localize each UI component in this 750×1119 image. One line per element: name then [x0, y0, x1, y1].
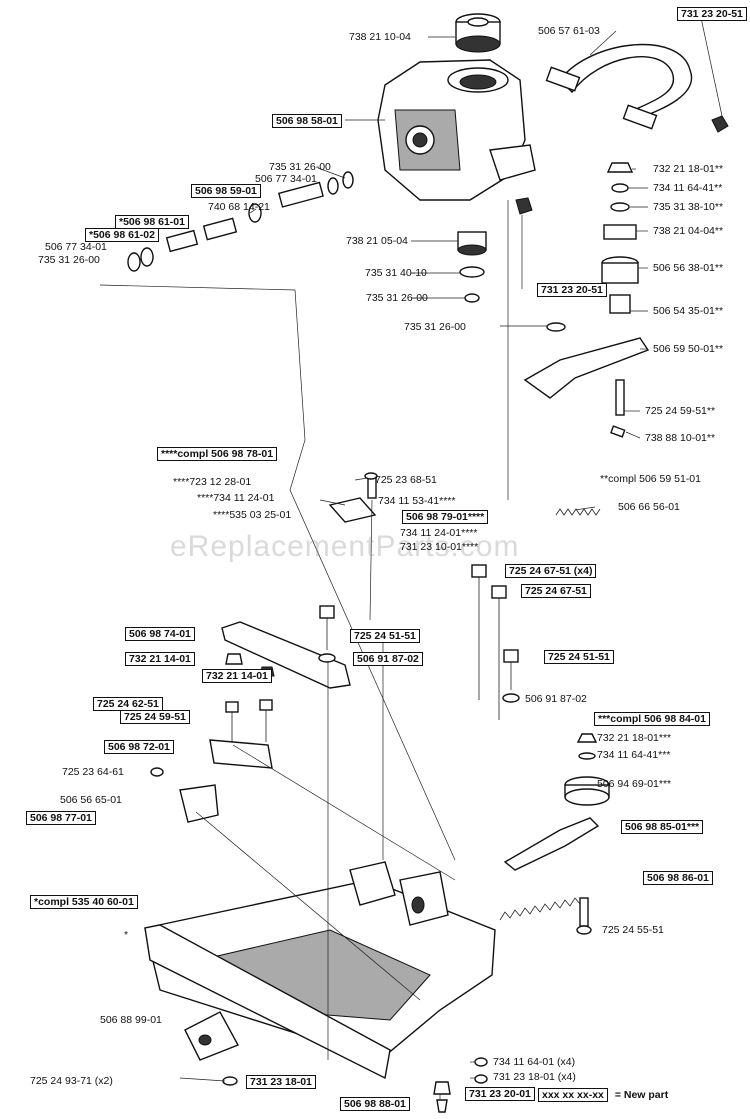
part-number-label: 734 11 24-01****	[400, 527, 478, 539]
part-number-label: 740 68 14-21	[208, 201, 270, 213]
part-number-label: 731 23 18-01 (x4)	[493, 1071, 576, 1083]
upper-spring	[555, 508, 601, 516]
part-number-label: 506 77 34-01	[255, 173, 317, 185]
part-number-label: 506 98 85-01***	[621, 820, 704, 834]
part-number-label: 735 31 26-00	[404, 321, 466, 333]
part-number-label: 738 21 10-04	[349, 31, 411, 43]
part-number-label: 732 21 18-01***	[597, 732, 672, 744]
part-number-label: 738 21 05-04	[346, 235, 408, 247]
part-number-label: ****535 03 25-01	[213, 509, 292, 521]
right-stack	[523, 162, 650, 438]
l-bracket	[150, 767, 219, 823]
lower-spring	[499, 897, 592, 935]
small-bracket	[328, 472, 378, 523]
part-number-label: 506 88 99-01	[100, 1014, 162, 1026]
part-number-label: ****compl 506 98 78-01	[157, 447, 278, 461]
legend-key: xxx xx xx-xx	[538, 1088, 608, 1102]
part-number-label: 506 98 77-01	[26, 811, 96, 825]
part-number-label: 506 98 58-01	[272, 114, 342, 128]
part-number-label: *506 98 61-02	[85, 228, 159, 242]
block-part	[209, 699, 273, 769]
part-number-label: 725 23 68-51	[375, 474, 437, 486]
strap-bracket	[545, 43, 729, 133]
assembly-guide-lines	[99, 284, 456, 861]
part-number-label: 725 24 93-71 (x2)	[30, 1075, 113, 1087]
part-number-label: 506 59 50-01**	[653, 343, 724, 355]
part-number-label: 506 98 72-01	[104, 740, 174, 754]
part-number-label: 725 24 59-51**	[645, 405, 716, 417]
part-number-label: 506 98 88-01	[340, 1097, 410, 1111]
part-number-label: 725 24 51-51	[350, 629, 420, 643]
part-number-label: 506 56 65-01	[60, 794, 122, 806]
part-number-label: 735 31 40-10	[365, 267, 427, 279]
part-number-label: **compl 506 59 51-01	[600, 473, 701, 485]
part-number-label: *	[124, 929, 129, 941]
part-number-label: 732 21 14-01	[202, 669, 272, 683]
part-number-label: 506 54 35-01**	[653, 305, 724, 317]
part-number-label: *506 98 61-01	[115, 215, 189, 229]
part-number-label: 506 91 87-02	[353, 652, 423, 666]
part-number-label: 731 23 20-51	[537, 283, 607, 297]
part-number-label: ***compl 506 98 84-01	[594, 712, 710, 726]
part-number-label: 731 23 10-01****	[400, 541, 479, 553]
part-number-label: 725 24 55-51	[602, 924, 664, 936]
legend-text: = New part	[614, 1089, 669, 1101]
part-number-label: 734 11 53-41****	[378, 495, 456, 507]
part-number-label: 725 24 51-51	[544, 650, 614, 664]
part-number-label: 734 11 64-41***	[597, 749, 671, 761]
part-number-label: 735 31 26-00	[366, 292, 428, 304]
top-bearing	[455, 13, 501, 53]
left-shaft-assembly	[127, 171, 354, 272]
part-number-label: 738 88 10-01**	[645, 432, 716, 444]
part-number-label: 725 23 64-61	[62, 766, 124, 778]
part-number-label: 731 23 18-01	[246, 1075, 316, 1089]
part-number-label: 734 11 64-41**	[653, 182, 723, 194]
center-bearing-stack	[457, 197, 533, 303]
part-number-label: 732 21 18-01**	[653, 163, 724, 175]
part-number-label: ****723 12 28-01	[173, 476, 252, 488]
part-number-label: 735 31 26-00	[38, 254, 100, 266]
part-number-label: 506 98 79-01****	[402, 510, 489, 524]
main-housing	[377, 59, 536, 201]
long-bolts	[471, 564, 520, 720]
part-number-label: 725 24 62-51	[93, 697, 163, 711]
part-number-label: 731 23 20-51	[677, 7, 747, 21]
part-number-label: 506 98 86-01	[643, 871, 713, 885]
part-number-label: 725 24 59-51	[120, 710, 190, 724]
part-number-label: 731 23 20-01	[465, 1087, 535, 1101]
part-number-label: 735 31 38-10**	[653, 201, 724, 213]
part-number-label: 725 24 67-51 (x4)	[505, 564, 597, 578]
part-number-label: 506 77 34-01	[45, 241, 107, 253]
base-frame	[144, 861, 496, 1113]
part-number-label: 506 66 56-01	[618, 501, 680, 513]
part-number-label: ****734 11 24-01	[197, 492, 275, 504]
part-number-label: 732 21 14-01	[125, 652, 195, 666]
legend: xxx xx xx-xx = New part	[538, 1088, 669, 1102]
part-number-label: *compl 535 40 60-01	[30, 895, 138, 909]
part-number-label: 506 94 69-01***	[597, 778, 672, 790]
part-number-label: 506 57 61-03	[538, 25, 600, 37]
part-number-label: 738 21 04-04**	[653, 225, 724, 237]
pulley-assembly	[503, 733, 610, 871]
part-number-label: 506 98 74-01	[125, 627, 195, 641]
part-number-label: 506 91 87-02	[525, 693, 587, 705]
part-number-label: 734 11 64-01 (x4)	[493, 1056, 576, 1068]
part-number-label: 725 24 67-51	[521, 584, 591, 598]
watermark: eReplacementParts.com	[170, 530, 520, 563]
part-number-label: 735 31 26-00	[269, 161, 331, 173]
part-number-label: 506 56 38-01**	[653, 262, 724, 274]
leader-lines	[179, 12, 723, 1100]
part-number-label: 506 98 59-01	[191, 184, 261, 198]
